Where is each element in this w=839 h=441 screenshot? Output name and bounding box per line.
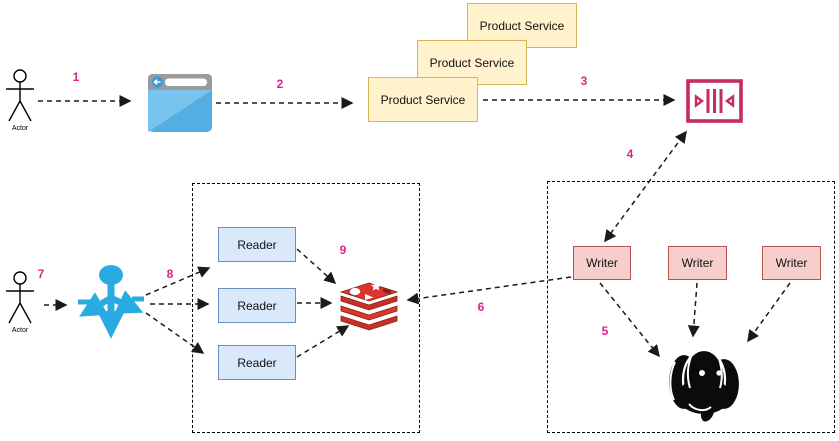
arrow-step-4 <box>604 130 687 243</box>
postgresql-elephant-icon <box>666 348 742 424</box>
actor-top-label: Actor <box>11 125 29 132</box>
step-label-6: 6 <box>477 300 485 314</box>
step-label-3: 3 <box>580 74 588 88</box>
reader-node-2: Reader <box>218 288 296 323</box>
actor-top-icon <box>6 69 34 122</box>
writer-label: Writer <box>775 256 808 270</box>
load-balancer-icon <box>78 265 144 339</box>
product-service-label: Product Service <box>380 92 466 107</box>
reader-label: Reader <box>237 237 277 252</box>
reader-group-container <box>192 183 420 433</box>
reader-node-3: Reader <box>218 345 296 380</box>
product-service-node-1: Product Service <box>368 77 478 122</box>
arrow-reader3-redis <box>296 325 350 358</box>
writer-label: Writer <box>681 256 714 270</box>
arrow-lb-reader3 <box>145 312 205 354</box>
redis-icon <box>339 281 399 331</box>
product-service-label: Product Service <box>429 55 515 70</box>
arrow-lb-reader1 <box>145 266 211 296</box>
browser-icon <box>148 74 212 132</box>
step-label-7: 7 <box>37 267 45 281</box>
step-label-5: 5 <box>601 324 609 338</box>
reader-node-1: Reader <box>218 227 296 262</box>
arrow-writer1-postgres <box>599 282 660 358</box>
arrow-step-6 <box>406 276 572 305</box>
product-service-label: Product Service <box>479 18 565 33</box>
step-label-8: 8 <box>166 267 174 281</box>
step-label-2: 2 <box>276 77 284 91</box>
writer-group-container <box>547 181 835 433</box>
arrow-writer3-postgres <box>747 282 791 343</box>
reader-label: Reader <box>237 298 277 313</box>
writer-node-2: Writer <box>668 246 727 280</box>
reader-label: Reader <box>237 355 277 370</box>
step-label-9: 9 <box>339 243 347 257</box>
writer-label: Writer <box>586 256 618 270</box>
actor-bottom-label: Actor <box>11 327 29 334</box>
arrow-reader1-redis <box>296 248 337 285</box>
step-label-1: 1 <box>72 70 80 84</box>
arrow-writer2-postgres <box>687 282 700 338</box>
message-queue-icon <box>686 79 743 123</box>
step-label-4: 4 <box>626 147 634 161</box>
actor-bottom-icon <box>6 271 34 324</box>
writer-node-3: Writer <box>762 246 821 280</box>
writer-node-1: Writer <box>573 246 631 280</box>
